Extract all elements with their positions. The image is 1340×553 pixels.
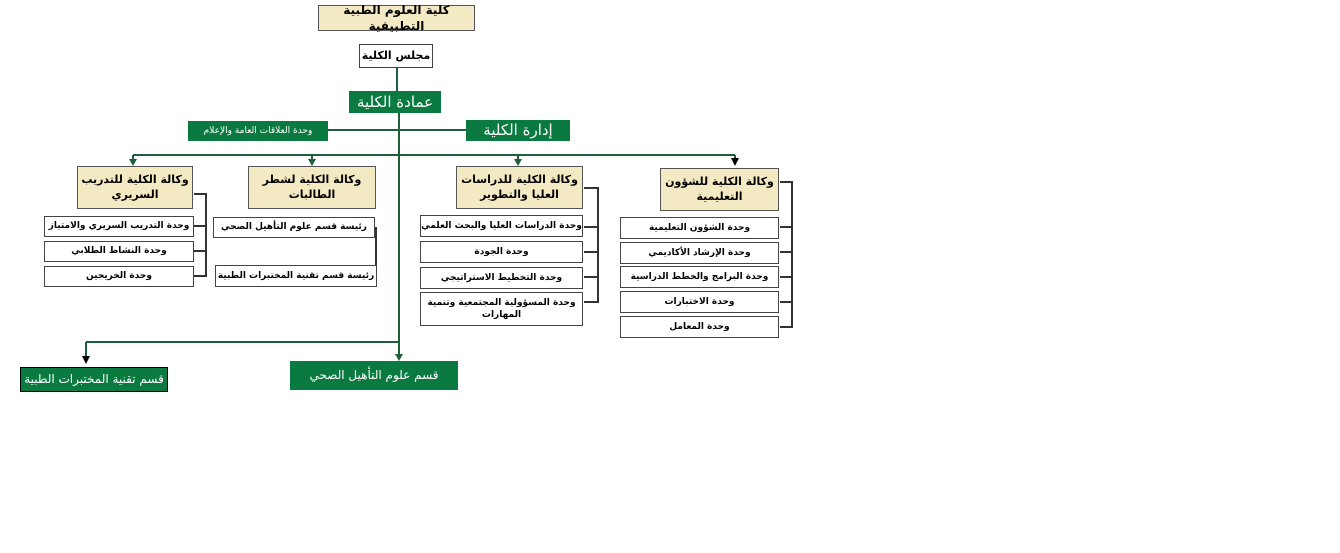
clinical-unit-2: وحدة النشاط الطلابي bbox=[44, 241, 194, 262]
academic-unit-1: وحدة الشؤون التعليمية bbox=[620, 217, 779, 239]
female-unit-1: رئيسة قسم علوم التأهيل الصحي bbox=[213, 217, 375, 238]
council-box: مجلس الكلية bbox=[359, 44, 433, 68]
academic-unit-5: وحدة المعامل bbox=[620, 316, 779, 338]
academic-unit-3: وحدة البرامج والخطط الدراسية bbox=[620, 266, 779, 288]
graduate-unit-2: وحدة الجودة bbox=[420, 241, 583, 263]
administration-box: إدارة الكلية bbox=[466, 120, 570, 141]
vice-dean-clinical-box: وكالة الكلية للتدريب السريري bbox=[77, 166, 193, 209]
graduate-unit-4: وحدة المسؤولية المجتمعية وتنمية المهارات bbox=[420, 292, 583, 326]
graduate-unit-1: وحدة الدراسات العليا والبحث العلمي bbox=[420, 215, 583, 237]
vice-dean-female-box: وكالة الكلية لشطر الطالبات bbox=[248, 166, 376, 209]
vice-dean-graduate-box: وكالة الكلية للدراسات العليا والتطوير bbox=[456, 166, 583, 209]
female-unit-2: رئيسة قسم تقنية المختبرات الطبية bbox=[215, 265, 377, 287]
academic-unit-2: وحدة الإرشاد الأكاديمي bbox=[620, 242, 779, 264]
deanship-box: عمادة الكلية bbox=[349, 91, 441, 113]
vice-dean-academic-box: وكالة الكلية للشؤون التعليمية bbox=[660, 168, 779, 211]
college-title-box: كلية العلوم الطبية التطبيقية bbox=[318, 3, 475, 33]
pr-unit-box: وحدة العلاقات العامة والإعلام bbox=[188, 121, 328, 141]
graduate-unit-3: وحدة التخطيط الاستراتيجي bbox=[420, 267, 583, 289]
dept-lab-tech-box: قسم تقنية المختبرات الطبية bbox=[20, 367, 168, 392]
dept-rehab-box: قسم علوم التأهيل الصحي bbox=[290, 361, 458, 390]
clinical-unit-1: وحدة التدريب السريري والامتياز bbox=[44, 216, 194, 237]
clinical-unit-3: وحدة الخريجين bbox=[44, 266, 194, 287]
academic-unit-4: وحدة الاختبارات bbox=[620, 291, 779, 313]
